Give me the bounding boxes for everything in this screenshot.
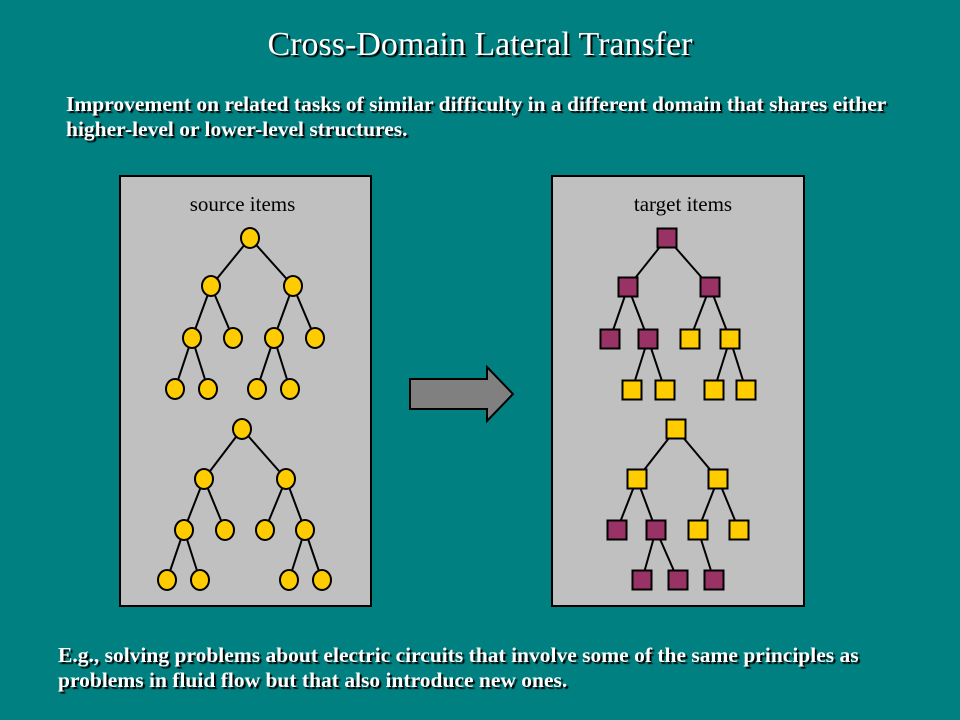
source-tree-bottom-circle-node (295, 519, 315, 541)
source-tree-bottom-circle-node (194, 468, 214, 490)
source-tree-bottom-circle-node (255, 519, 275, 541)
source-tree-bottom-circle-node (215, 519, 235, 541)
source-tree-top-circle-node (264, 327, 284, 349)
source-tree-top-circle-node (198, 378, 218, 400)
target-tree-bottom-new-square-node (667, 569, 689, 591)
slide-subtitle: Improvement on related tasks of similar … (66, 92, 886, 141)
target-tree-bottom-shared-square-node (707, 468, 729, 490)
source-tree-bottom-circle-node (190, 569, 210, 591)
source-tree-bottom-circle-node (276, 468, 296, 490)
source-tree-bottom-circle-node (157, 569, 177, 591)
target-tree-top-shared-square-node (735, 379, 757, 401)
slide-title: Cross-Domain Lateral Transfer (267, 26, 693, 63)
target-items-panel: target items (551, 175, 805, 607)
target-tree-bottom-new-square-node (703, 569, 725, 591)
source-tree-top-circle-node (280, 378, 300, 400)
source-tree-bottom-circle-node (232, 418, 252, 440)
source-tree-top-edge (249, 237, 294, 287)
source-tree-bottom-edge (241, 428, 287, 480)
source-tree-top-circle-node (182, 327, 202, 349)
target-tree-bottom-shared-square-node (687, 519, 709, 541)
target-tree-top-shared-square-node (703, 379, 725, 401)
source-tree-top-circle-node (247, 378, 267, 400)
source-tree-bottom-circle-node (312, 569, 332, 591)
target-tree-top-shared-square-node (679, 328, 701, 350)
source-tree-top-circle-node (201, 275, 221, 297)
transfer-arrow (409, 364, 515, 424)
source-tree-bottom-circle-node (279, 569, 299, 591)
target-tree-top-new-square-node (617, 276, 639, 298)
source-tree-bottom-circle-node (174, 519, 194, 541)
source-tree-top-circle-node (305, 327, 325, 349)
source-tree-top-circle-node (240, 227, 260, 249)
target-tree-top-new-square-node (599, 328, 621, 350)
target-tree-bottom-shared-square-node (665, 418, 687, 440)
target-tree-top-new-square-node (637, 328, 659, 350)
target-tree-bottom-new-square-node (606, 519, 628, 541)
target-tree-top-new-square-node (656, 227, 678, 249)
target-tree-bottom-shared-square-node (626, 468, 648, 490)
target-tree-bottom-new-square-node (631, 569, 653, 591)
tree-nodes (157, 227, 757, 591)
target-tree-top-new-square-node (699, 276, 721, 298)
target-tree-top-shared-square-node (621, 379, 643, 401)
source-items-label: source items (189, 192, 296, 216)
target-tree-top-shared-square-node (654, 379, 676, 401)
source-tree-top-circle-node (165, 378, 185, 400)
slide-caption: E.g., solving problems about electric ci… (58, 643, 859, 692)
source-tree-top-circle-node (223, 327, 243, 349)
target-tree-bottom-new-square-node (645, 519, 667, 541)
target-tree-bottom-shared-square-node (728, 519, 750, 541)
source-tree-top-circle-node (283, 275, 303, 297)
target-items-label: target items (633, 192, 733, 216)
target-tree-top-shared-square-node (719, 328, 741, 350)
